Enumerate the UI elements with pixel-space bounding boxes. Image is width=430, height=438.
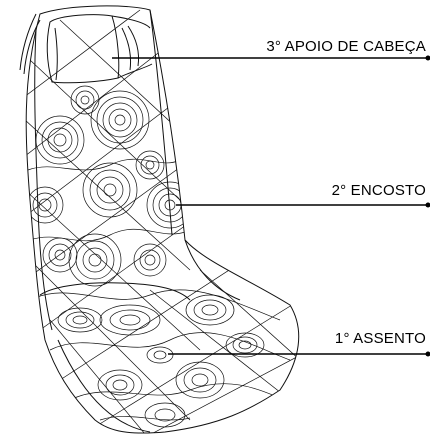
- headrest-label: 3° APOIO DE CABEÇA: [266, 38, 426, 55]
- callout-lines: [112, 55, 430, 357]
- seat-leader-dot: [425, 351, 430, 357]
- headrest-leader-dot: [425, 55, 430, 61]
- headrest: [19, 13, 153, 84]
- seat-outline: [25, 5, 300, 434]
- backrest-leader-dot: [425, 202, 430, 208]
- seat-label: 1° ASSENTO: [334, 330, 426, 347]
- fabric-pattern: [26, 9, 299, 434]
- backrest-label: 2° ENCOSTO: [331, 182, 426, 199]
